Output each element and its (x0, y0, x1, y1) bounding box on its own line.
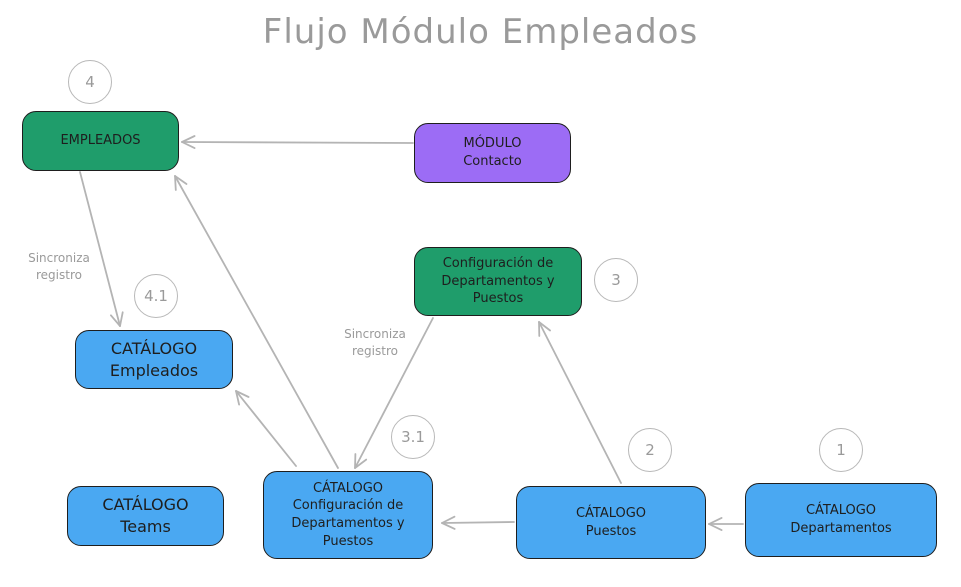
step-badge-4-1: 4.1 (134, 274, 178, 318)
node-catalogo-puestos[interactable]: CÁTALOGO Puestos (516, 486, 706, 559)
step-badge-3: 3 (594, 258, 638, 302)
node-catalogo-puestos-label: CÁTALOGO Puestos (575, 505, 647, 539)
node-catalogo-empleados-label: CATÁLOGO Empleados (109, 338, 199, 380)
step-badge-4: 4 (68, 60, 112, 104)
node-catalogo-teams-label: CATÁLOGO Teams (102, 495, 189, 536)
node-modulo-contacto-label: MÓDULO Contacto (463, 136, 522, 169)
step-badge-2: 2 (628, 428, 672, 472)
arrow-cat-config-to-cat-empleados (235, 390, 297, 467)
arrow-contacto-to-empleados (181, 135, 414, 150)
node-empleados[interactable]: EMPLEADOS (22, 111, 179, 171)
arrow-config-to-cat-config (354, 317, 434, 469)
node-config-departamentos-puestos[interactable]: Configuración de Departamentos y Puestos (414, 247, 582, 316)
sync-note-middle: Sincroniza registro (344, 327, 406, 358)
node-modulo-contacto[interactable]: MÓDULO Contacto (414, 123, 571, 183)
sync-note-left: Sincroniza registro (28, 251, 90, 282)
step-badge-3-1: 3.1 (391, 415, 435, 459)
node-config-label: Configuración de Departamentos y Puestos (441, 256, 555, 307)
node-catalogo-departamentos[interactable]: CÁTALOGO Departamentos (745, 483, 937, 557)
node-catalogo-teams[interactable]: CATÁLOGO Teams (67, 486, 224, 546)
node-empleados-label: EMPLEADOS (60, 133, 141, 149)
node-catalogo-departamentos-label: CÁTALOGO Departamentos (790, 503, 892, 536)
arrow-departamentos-to-puestos (708, 517, 744, 531)
node-catalogo-config-label: CÁTALOGO Configuración de Departamentos … (291, 480, 405, 549)
arrow-empleados-to-cat-empleados (79, 171, 124, 327)
arrow-cat-config-to-empleados (174, 175, 339, 469)
step-badge-1: 1 (819, 428, 863, 472)
arrow-puestos-to-cat-config (441, 515, 515, 530)
node-catalogo-empleados[interactable]: CATÁLOGO Empleados (75, 330, 233, 389)
node-catalogo-config[interactable]: CÁTALOGO Configuración de Departamentos … (263, 471, 433, 559)
arrow-puestos-to-config (538, 321, 622, 484)
diagram-title: Flujo Módulo Empleados (262, 12, 699, 52)
